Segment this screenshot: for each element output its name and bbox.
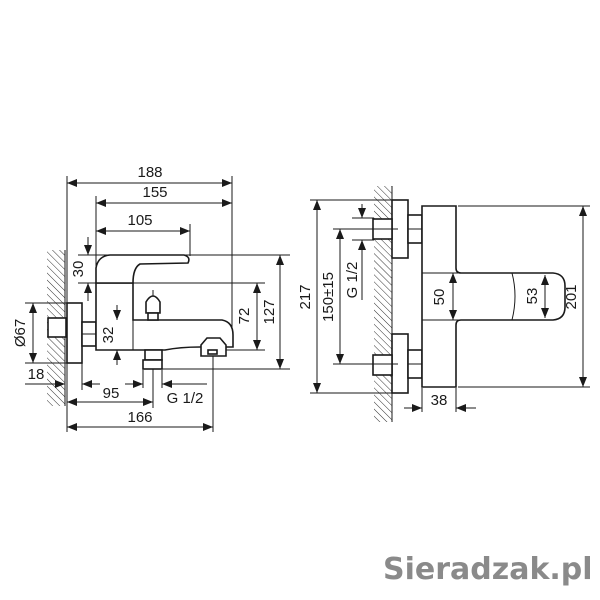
diverter-knob <box>145 295 161 314</box>
front-view: 217 150±15 G 1/2 50 53 201 38 <box>297 186 590 422</box>
dim-72: 72 <box>236 308 253 325</box>
dim-30: 30 <box>70 261 87 278</box>
dim-188: 188 <box>137 164 162 181</box>
wall-flange <box>66 302 83 364</box>
diverter-base <box>147 312 159 321</box>
outlet-aerator <box>207 349 218 355</box>
dim-g-half-front: G 1/2 <box>344 262 361 299</box>
dim-155: 155 <box>142 184 167 201</box>
mixer-body <box>421 205 566 388</box>
dim-105: 105 <box>127 212 152 229</box>
lever-outline <box>422 272 516 321</box>
bottom-thread <box>142 359 163 370</box>
lower-thread <box>372 354 393 376</box>
dim-g-half-side: G 1/2 <box>167 390 204 407</box>
dim-18: 18 <box>28 366 45 383</box>
bottom-connector <box>144 349 163 361</box>
dim-diameter-67: Ø67 <box>12 319 29 347</box>
watermark: Sieradzak.pl <box>383 552 593 587</box>
dim-217: 217 <box>297 284 314 309</box>
side-view: 188 155 105 30 Ø67 32 72 127 18 95 G 1/2… <box>12 164 290 432</box>
dim-201: 201 <box>563 284 580 309</box>
dim-166: 166 <box>127 409 152 426</box>
lever-handle <box>95 254 190 284</box>
spout-body <box>95 282 234 351</box>
wall-thread <box>47 317 67 338</box>
dim-50: 50 <box>431 289 448 306</box>
dim-150-15: 150±15 <box>320 272 337 322</box>
dim-38: 38 <box>431 392 448 409</box>
dim-127: 127 <box>261 299 278 324</box>
dim-95: 95 <box>103 385 120 402</box>
dim-32: 32 <box>100 327 117 344</box>
dim-53: 53 <box>524 288 541 305</box>
